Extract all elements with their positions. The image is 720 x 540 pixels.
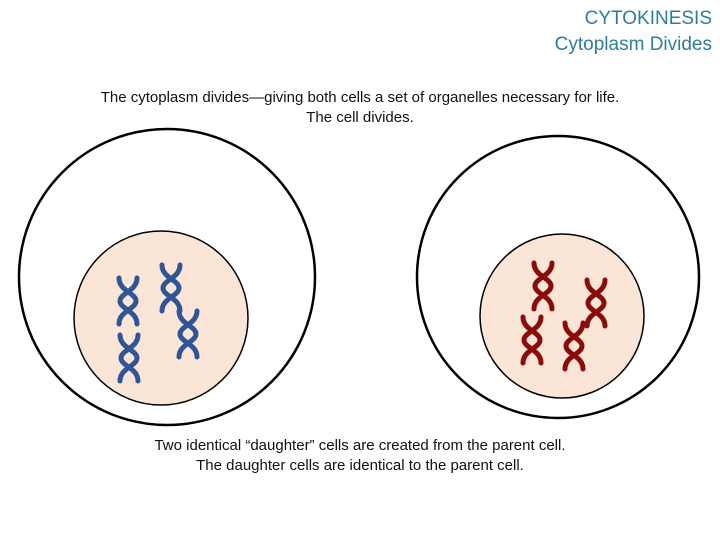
chromosome-icon (531, 260, 555, 312)
top-caption: The cytoplasm divides—giving both cells … (0, 88, 720, 128)
top-caption-line-1: The cytoplasm divides—giving both cells … (100, 89, 620, 106)
bottom-caption: Two identical “daughter” cells are creat… (0, 436, 720, 476)
right-daughter-cell (415, 134, 701, 420)
chromosome-icon (159, 262, 183, 314)
right-nucleus (479, 233, 645, 399)
chromosome-icon (520, 314, 544, 366)
chromosome-icon (116, 275, 140, 327)
left-daughter-cell (17, 127, 317, 427)
chromosome-icon (584, 277, 608, 329)
top-caption-line-2: The cell divides. (306, 109, 414, 126)
title-block: CYTOKINESIS Cytoplasm Divides (555, 6, 712, 58)
page-title: CYTOKINESIS (584, 8, 712, 29)
chromosome-icon (176, 308, 200, 360)
chromosome-icon (562, 320, 586, 372)
bottom-caption-line-1: Two identical “daughter” cells are creat… (154, 437, 566, 454)
chromosome-icon (117, 332, 141, 384)
left-nucleus (73, 230, 249, 406)
page-subtitle: Cytoplasm Divides (554, 34, 712, 55)
bottom-caption-line-2: The daughter cells are identical to the … (196, 457, 524, 474)
